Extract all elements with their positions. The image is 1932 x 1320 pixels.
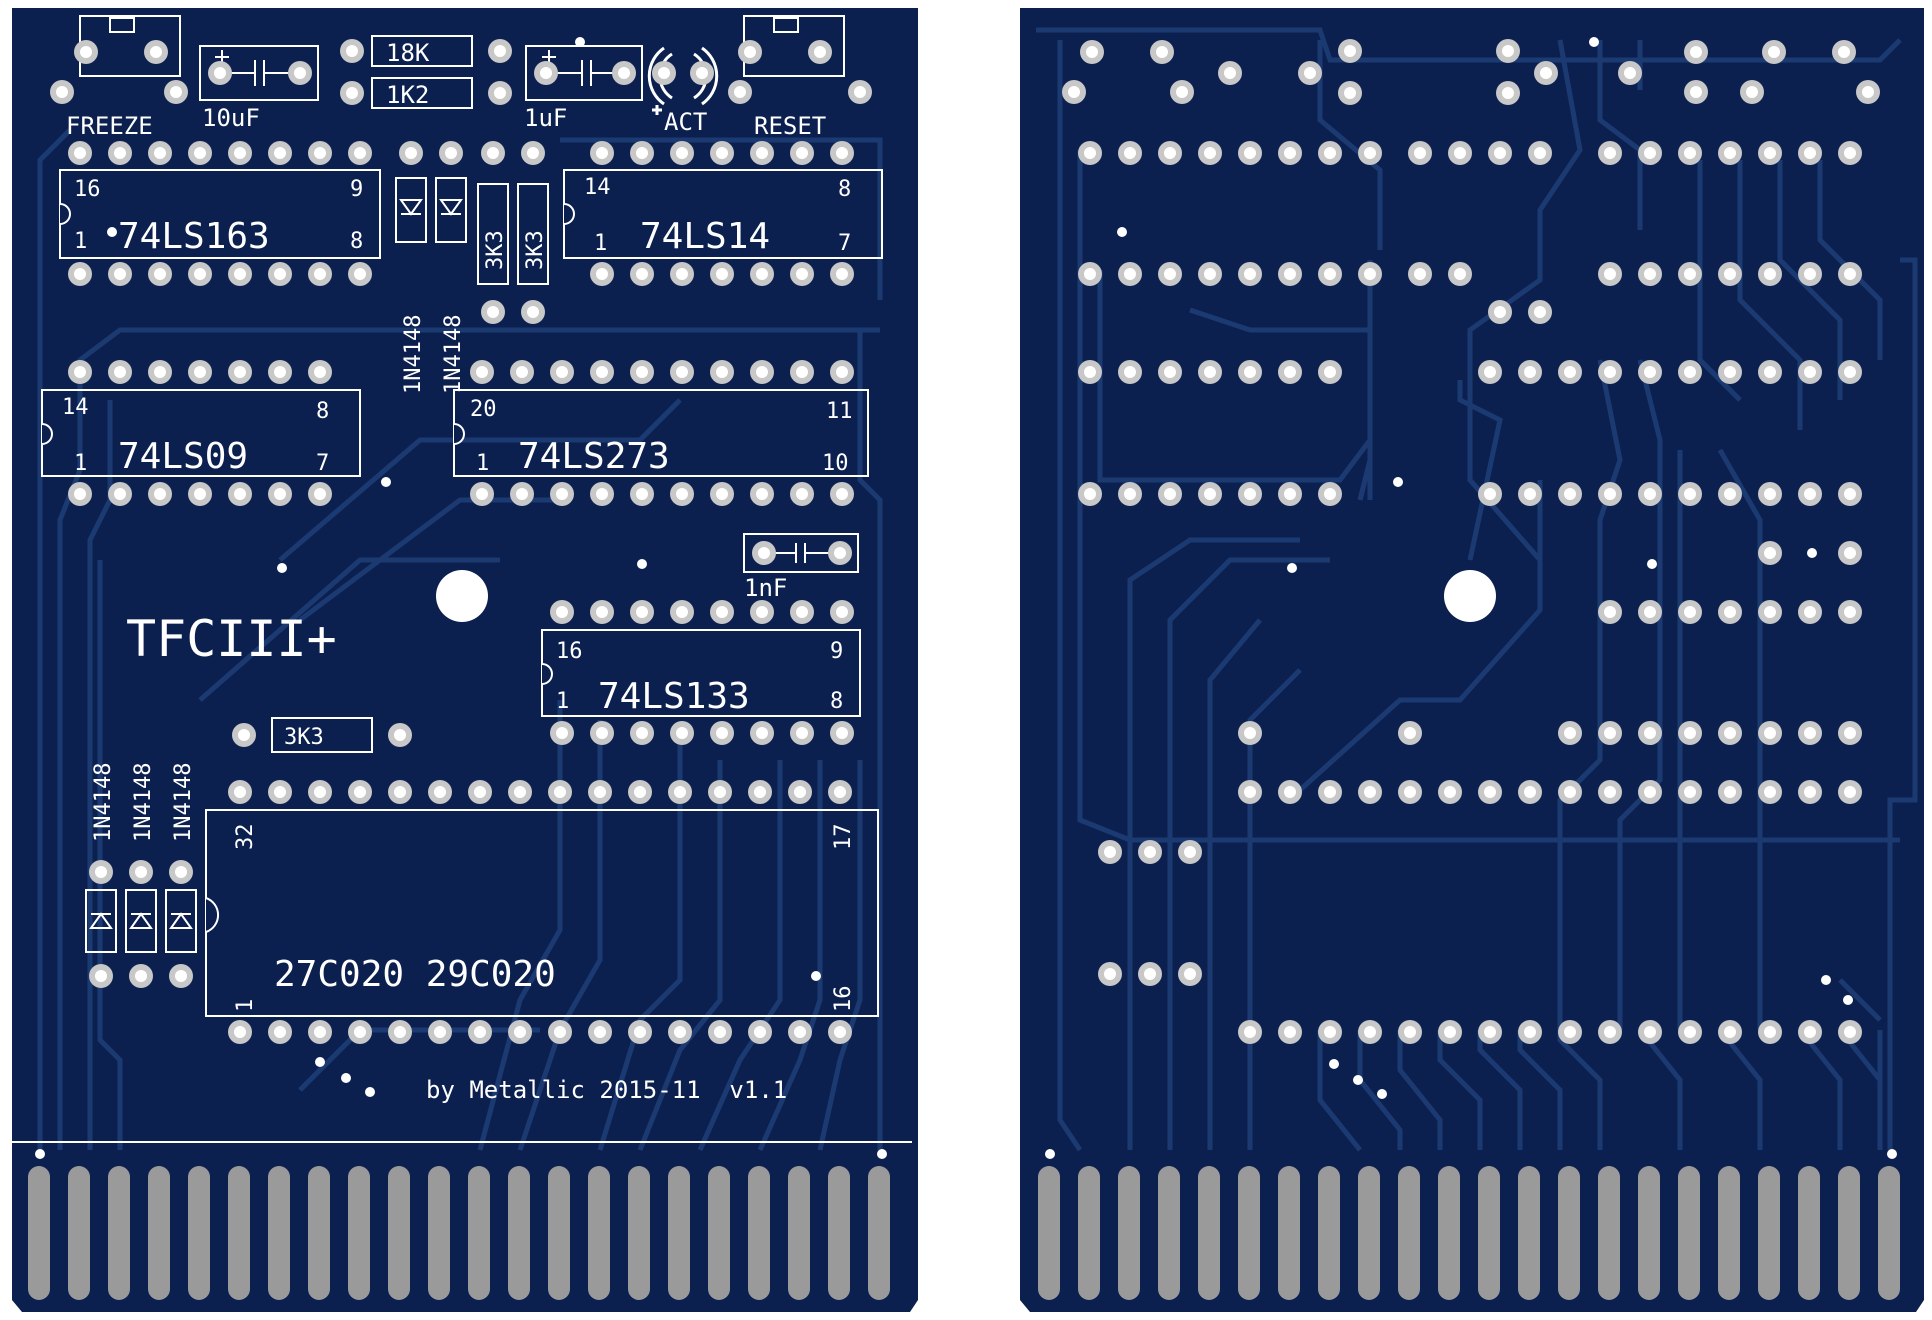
resistor-3k3-c [271, 717, 373, 753]
svg-text:16: 16 [831, 986, 856, 1013]
chip-74ls163-label: 74LS163 [118, 216, 270, 257]
diode-4 [125, 889, 157, 953]
diode-2 [435, 177, 467, 243]
diode-3-label: 1N4148 [91, 763, 116, 842]
resistor-3k3-a-label: 3K3 [483, 230, 508, 270]
svg-text:16: 16 [74, 177, 101, 202]
chip-74ls273-label: 74LS273 [518, 436, 670, 477]
svg-text:8: 8 [830, 689, 843, 714]
back-traces [1036, 27, 1918, 1152]
svg-text:20: 20 [470, 397, 497, 422]
back-edge-connector [1038, 1166, 1900, 1300]
svg-text:11: 11 [826, 399, 853, 424]
diode-4-label: 1N4148 [131, 763, 156, 842]
front-vias [35, 37, 887, 1159]
resistor-18k-label: 18K [386, 39, 430, 67]
reset-label: RESET [754, 112, 826, 140]
svg-text:9: 9 [350, 177, 363, 202]
diode-1-label: 1N4148 [401, 315, 426, 394]
capacitor-1uf [525, 45, 643, 101]
credit-text: by Metallic 2015-11 v1.1 [426, 1076, 787, 1104]
diode-1 [395, 177, 427, 243]
chip-eprom: 32 17 1 16 27C020 29C020 [205, 809, 879, 1017]
capacitor-10uf [199, 45, 319, 101]
chip-74ls273: 20 11 1 10 74LS273 [453, 389, 869, 477]
resistor-18k [371, 35, 473, 67]
diode-2-label: 1N4148 [441, 315, 466, 394]
svg-text:8: 8 [350, 229, 363, 254]
diode-5-label: 1N4148 [171, 763, 196, 842]
svg-text:1: 1 [74, 229, 87, 254]
board-title: TFCIII+ [126, 610, 337, 668]
resistor-3k3-a [477, 183, 509, 285]
svg-text:9: 9 [830, 639, 843, 664]
svg-text:17: 17 [831, 824, 856, 851]
front-board: FREEZE RESET 10uF 18K 1K2 [12, 8, 918, 1312]
capacitor-10uf-label: 10uF [202, 104, 260, 132]
front-mounting-hole [436, 570, 488, 622]
svg-text:7: 7 [838, 231, 851, 256]
svg-text:16: 16 [556, 639, 583, 664]
back-vias [1045, 37, 1897, 1159]
svg-text:1: 1 [556, 689, 569, 714]
chip-74ls133-label: 74LS133 [598, 676, 750, 717]
resistor-1k2 [371, 77, 473, 109]
svg-text:32: 32 [233, 824, 258, 851]
svg-text:14: 14 [62, 395, 89, 420]
diode-5 [165, 889, 197, 953]
chip-74ls163: 16 9 1 8 74LS163 [59, 169, 381, 259]
svg-text:1: 1 [594, 231, 607, 256]
svg-text:14: 14 [584, 175, 611, 200]
svg-text:10: 10 [822, 451, 849, 476]
chip-74ls133: 16 9 1 8 74LS133 [541, 629, 861, 717]
front-edge-connector [28, 1166, 890, 1300]
back-mounting-hole [1444, 570, 1496, 622]
capacitor-1uf-label: 1uF [524, 104, 567, 132]
resistor-3k3-b [517, 183, 549, 285]
chip-eprom-label: 27C020 29C020 [274, 954, 556, 995]
resistor-1k2-label: 1K2 [386, 81, 429, 109]
resistor-3k3-c-label: 3K3 [284, 725, 324, 750]
capacitor-1nf-label: 1nF [744, 574, 787, 602]
resistor-3k3-b-label: 3K3 [523, 230, 548, 270]
svg-text:1: 1 [74, 451, 87, 476]
svg-text:1: 1 [476, 451, 489, 476]
svg-text:1: 1 [233, 999, 258, 1012]
freeze-label: FREEZE [66, 112, 153, 140]
led-act-label: ACT [664, 108, 707, 136]
chip-74ls09: 14 8 1 7 74LS09 [41, 389, 361, 477]
chip-74ls14: 14 8 1 7 74LS14 [563, 169, 883, 259]
svg-text:8: 8 [316, 399, 329, 424]
back-board [1020, 8, 1924, 1312]
svg-text:7: 7 [316, 451, 329, 476]
svg-text:8: 8 [838, 177, 851, 202]
chip-74ls14-label: 74LS14 [640, 216, 770, 257]
diode-3 [85, 889, 117, 953]
capacitor-1nf [743, 533, 859, 573]
chip-74ls09-label: 74LS09 [118, 436, 248, 477]
